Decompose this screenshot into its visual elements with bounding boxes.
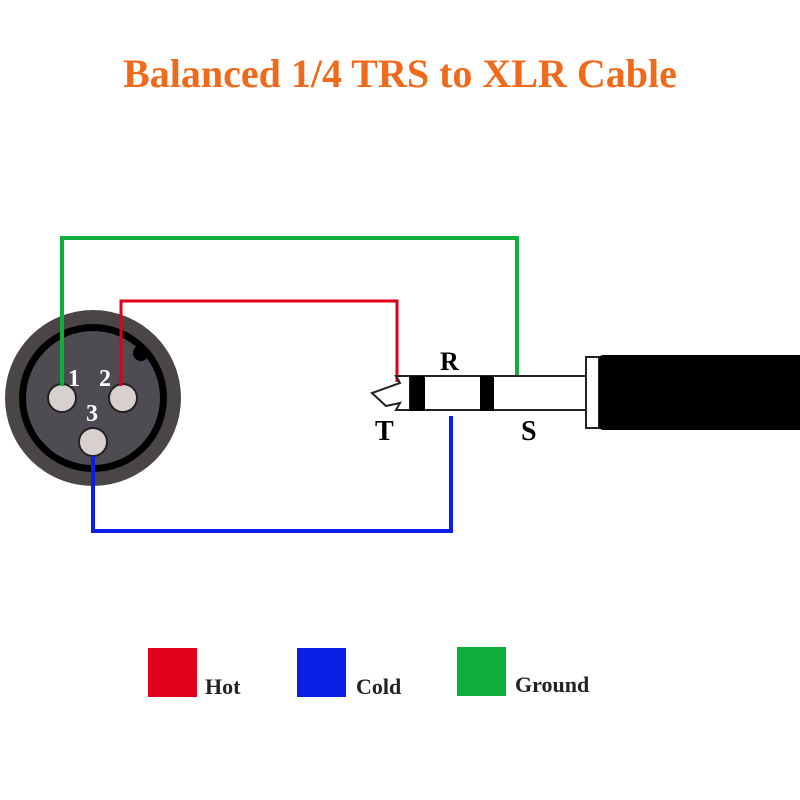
sleeve-label: S (521, 416, 537, 447)
latch-notch (133, 345, 149, 361)
legend-swatch-ground (457, 647, 506, 696)
hot-wire (119, 299, 399, 386)
cold-wire (91, 416, 453, 533)
plug-collar (585, 356, 600, 429)
ring-label: R (440, 347, 459, 376)
diagram-title: Balanced 1/4 TRS to XLR Cable (123, 51, 677, 96)
legend-swatch-cold (297, 648, 346, 697)
legend-label-ground: Ground (515, 672, 590, 697)
tip-label: T (375, 416, 394, 447)
legend-label-hot: Hot (205, 674, 241, 699)
pin-label-2: 2 (99, 366, 111, 392)
xlr-pin-2 (108, 383, 138, 413)
plug-tip (370, 375, 411, 411)
plug-cable (599, 355, 800, 430)
trs-plug: R T S (370, 347, 800, 447)
tip-insulator-band (410, 376, 425, 411)
pin-label-1: 1 (68, 366, 80, 392)
legend-swatch-hot (148, 648, 197, 697)
ground-wire (60, 236, 519, 386)
ring-insulator-band (480, 376, 494, 411)
pin-label-3: 3 (86, 401, 98, 427)
xlr-pin-3 (78, 427, 108, 457)
xlr-connector: 1 2 3 (5, 310, 181, 486)
legend-label-cold: Cold (356, 674, 402, 699)
